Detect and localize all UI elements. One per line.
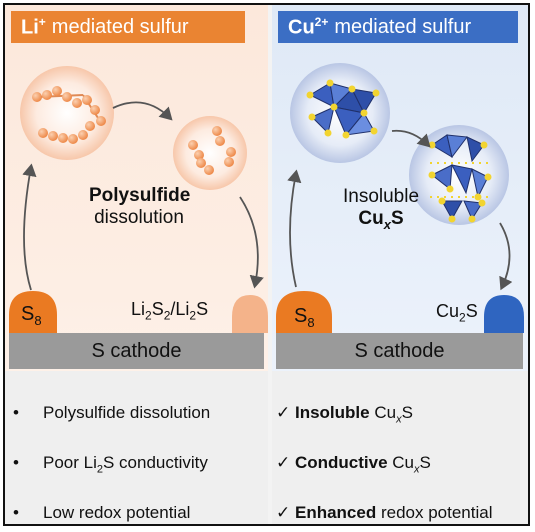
polysulfide-dissolution-label: Polysulfide dissolution xyxy=(89,185,191,228)
drawback-item: •Polysulfide dissolution xyxy=(13,403,211,422)
arrow-to-product xyxy=(239,196,264,289)
s8-label: S8 xyxy=(294,305,315,330)
arrow-transformation xyxy=(391,129,431,148)
polysulfide-chain-2 xyxy=(38,121,95,144)
cu2s-dome xyxy=(484,295,524,333)
arrow-dissolution xyxy=(112,101,173,121)
figure-frame: Li+ mediated sulfur xyxy=(3,3,530,526)
drawback-item: •Poor Li2S conductivity xyxy=(13,453,208,476)
polysulfide-sphere-large xyxy=(20,66,114,160)
advantage-item: ✓ Conductive CuxS xyxy=(276,453,431,476)
li-s-cathode: S cathode xyxy=(9,333,264,369)
arrow-from-s8 xyxy=(287,169,302,288)
insoluble-cuxs-label: Insoluble CuxS xyxy=(342,186,420,232)
cu-s-cluster xyxy=(306,79,380,139)
arrow-from-s8 xyxy=(22,163,37,291)
li-drawbacks: •Polysulfide dissolution •Poor Li2S cond… xyxy=(5,371,268,524)
polysulfide-chain-1 xyxy=(32,86,106,126)
cu2s-product-label: Cu2S xyxy=(436,301,478,325)
polysulfide-sphere-small xyxy=(173,116,247,190)
polysulfide-fragments xyxy=(188,126,236,175)
li2s-product-label: Li2S2/Li2S xyxy=(131,299,209,323)
cu-s-cathode: S cathode xyxy=(276,333,523,369)
li-header: Li+ mediated sulfur xyxy=(11,11,245,43)
cu-panel: Cu2+ mediated sulfur xyxy=(272,5,528,524)
cu-header: Cu2+ mediated sulfur xyxy=(278,11,518,43)
s8-label: S8 xyxy=(21,303,42,328)
cu-advantages: ✓ Insoluble CuxS ✓ Conductive CuxS ✓ Enh… xyxy=(272,371,528,524)
panel-divider xyxy=(268,5,272,524)
cu-s-crystal xyxy=(428,134,492,223)
drawback-item: •Low redox potential xyxy=(13,503,191,522)
li-panel: Li+ mediated sulfur xyxy=(5,5,268,524)
advantage-item: ✓ Insoluble CuxS xyxy=(276,403,413,426)
li-artwork xyxy=(9,66,268,333)
s8-dome xyxy=(276,291,332,333)
li2s-dome xyxy=(232,295,268,333)
s8-dome xyxy=(9,291,57,333)
advantage-item: ✓ Enhanced redox potential xyxy=(276,503,493,522)
arrow-to-cu2s xyxy=(499,222,513,291)
cu-artwork xyxy=(276,63,524,333)
